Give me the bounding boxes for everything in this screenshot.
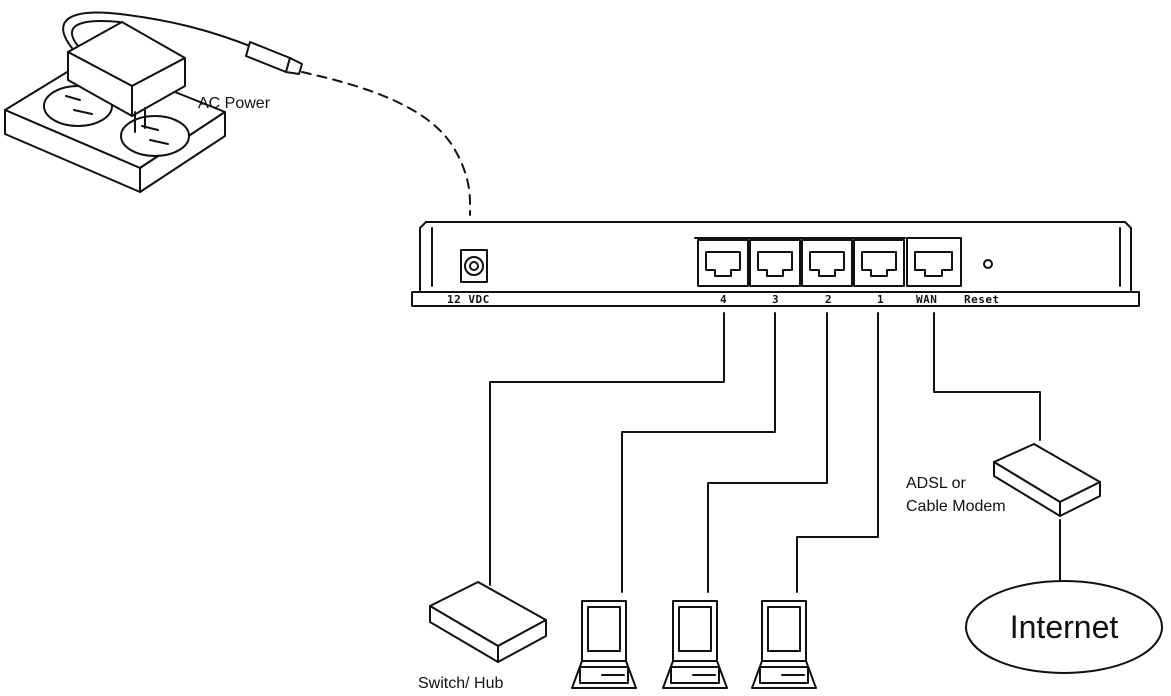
ac-power-label: AC Power — [198, 95, 271, 112]
router-label-strip — [411, 291, 1140, 307]
label-port-1: 1 — [877, 293, 884, 306]
cable-port-1-to-pc3 — [796, 312, 879, 593]
label-reset: Reset — [964, 293, 1000, 306]
computer-1 — [571, 600, 637, 689]
cable-port-2-to-pc2 — [707, 312, 828, 593]
cable-wan-to-modem — [933, 312, 1041, 441]
power-adapter — [62, 11, 303, 133]
cable-port-3-to-pc1 — [621, 312, 776, 593]
cable-port-4-to-switch — [489, 312, 725, 586]
power-dashed-line — [301, 71, 472, 216]
cable-modem — [993, 443, 1101, 517]
reset-button-hole — [983, 259, 993, 269]
label-port-2: 2 — [825, 293, 832, 306]
label-wan: WAN — [916, 293, 937, 306]
label-12vdc: 12 VDC — [447, 293, 490, 306]
modem-label-line1: ADSL or — [906, 475, 967, 492]
switch-hub-label: Switch/ Hub — [418, 675, 503, 692]
switch-hub-device — [429, 581, 547, 663]
power-outlet-strip — [4, 57, 226, 193]
outlet-socket-right — [120, 115, 190, 157]
modem-label-line2: Cable Modem — [906, 498, 1006, 515]
power-cord — [62, 11, 256, 49]
computer-2 — [662, 600, 728, 689]
label-port-4: 4 — [720, 293, 727, 306]
internet-label: Internet — [1010, 609, 1119, 645]
ethernet-cables — [489, 312, 1061, 596]
label-port-3: 3 — [772, 293, 779, 306]
internet-ellipse — [965, 580, 1163, 674]
router-rear-panel — [411, 221, 1140, 307]
computer-3 — [751, 600, 817, 689]
